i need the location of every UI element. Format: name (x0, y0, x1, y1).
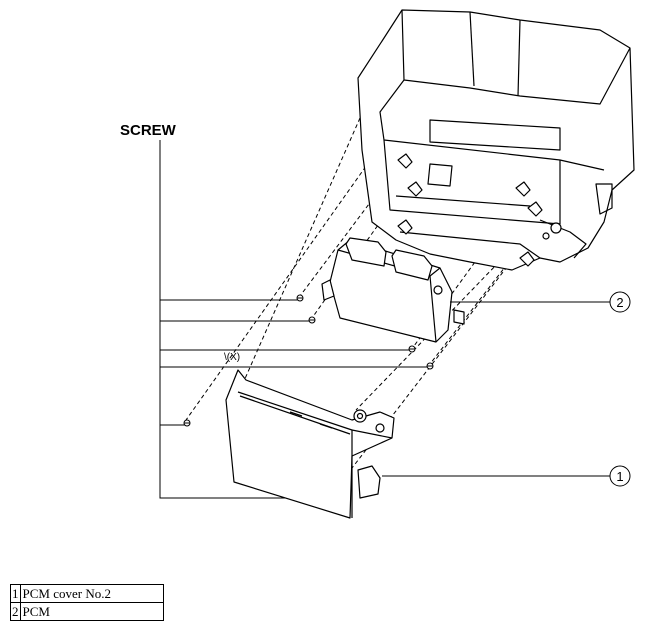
legend-row: 2 PCM (10, 602, 164, 621)
pcm-module (321, 237, 465, 343)
screws (183, 294, 434, 500)
callout-2-number: 2 (616, 295, 623, 310)
screw (296, 294, 304, 302)
screw (308, 316, 316, 324)
callout-1-number: 1 (616, 469, 623, 484)
legend-part-name: PCM (19, 602, 164, 621)
screw-label: SCREW (120, 122, 177, 139)
screw (183, 419, 191, 427)
pcm-bracket-housing (357, 9, 635, 271)
pcm-cover-no2 (225, 369, 395, 519)
legend-row: 1 PCM cover No.2 (10, 584, 164, 603)
legend-number: 2 (10, 602, 21, 621)
screw-leader-lines (159, 140, 428, 499)
legend-number: 1 (10, 584, 21, 603)
screw (426, 362, 434, 370)
torque-note: \(X) (224, 352, 240, 363)
callout-1: 1 (382, 465, 631, 487)
exploded-view-diagram: SCREW (120, 9, 635, 519)
screw (408, 345, 416, 353)
parts-legend-table: 1 PCM cover No.2 2 PCM (10, 584, 164, 621)
callout-2: 2 (450, 291, 631, 313)
legend-part-name: PCM cover No.2 (19, 584, 164, 603)
